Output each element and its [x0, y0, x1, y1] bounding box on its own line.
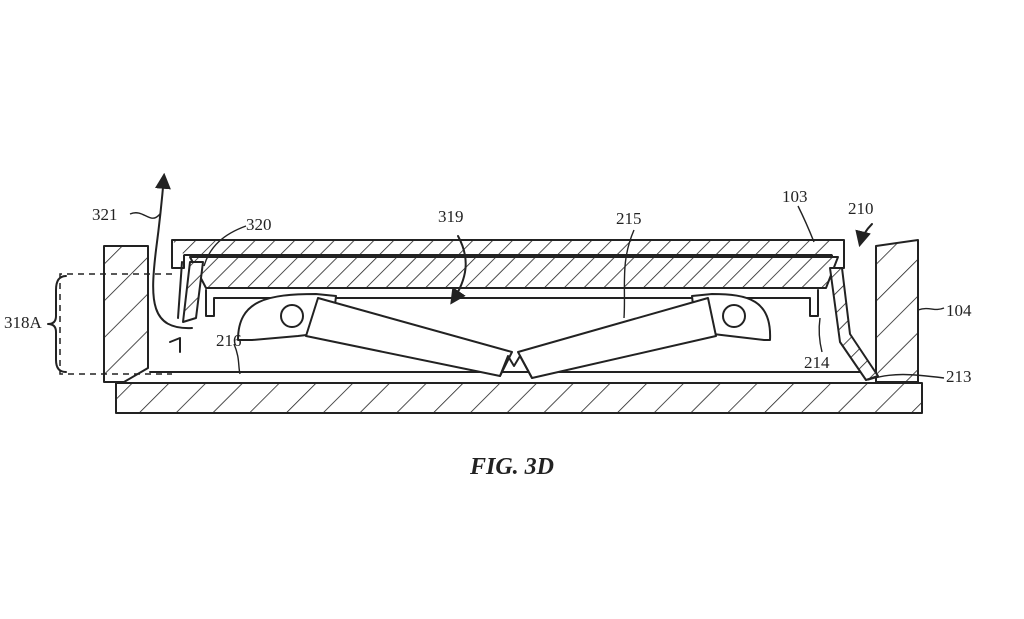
leader-320 — [203, 225, 247, 267]
right-membrane-skirt — [829, 267, 879, 381]
region-bracket-318A — [59, 273, 172, 375]
leader-213 — [867, 373, 945, 381]
left-pivot-pin — [280, 304, 304, 328]
leader-104 — [917, 307, 945, 311]
label-213: 213 — [946, 367, 972, 386]
airflow-arrow-321 — [152, 172, 193, 330]
label-103: 103 — [782, 187, 808, 206]
right-housing-wall — [875, 239, 919, 383]
center-living-hinge — [499, 355, 533, 379]
leader-321 — [129, 212, 161, 219]
label-321: 321 — [92, 205, 118, 224]
label-104: 104 — [946, 301, 972, 320]
support-frame — [205, 289, 819, 317]
left-housing-wall — [103, 245, 149, 383]
right-pivot-pin — [722, 304, 746, 328]
label-318A: 318A — [4, 313, 43, 332]
label-214: 214 — [804, 353, 830, 372]
left-vent-notch — [169, 337, 181, 353]
leader-215 — [623, 229, 635, 319]
label-216: 216 — [216, 331, 242, 350]
label-319: 319 — [438, 207, 464, 226]
keycap-top-layer — [171, 239, 845, 256]
left-butterfly-wing — [305, 297, 513, 377]
figure-caption: FIG. 3D — [469, 454, 554, 480]
right-butterfly-wing — [517, 297, 717, 379]
leader-216 — [233, 343, 241, 375]
label-215: 215 — [616, 209, 642, 228]
base-plate — [115, 382, 923, 414]
keycap-left-lip — [171, 240, 185, 269]
left-membrane-skirt — [182, 261, 204, 323]
keycap-inner-layer — [189, 256, 839, 289]
arrow-319 — [450, 235, 467, 305]
left-skirt-gap-line — [177, 261, 183, 319]
label-210: 210 — [848, 199, 874, 218]
label-320: 320 — [246, 215, 272, 234]
leader-214 — [818, 317, 823, 353]
brace-318A — [47, 275, 67, 373]
leader-103 — [797, 205, 815, 243]
arrow-210 — [855, 223, 873, 248]
